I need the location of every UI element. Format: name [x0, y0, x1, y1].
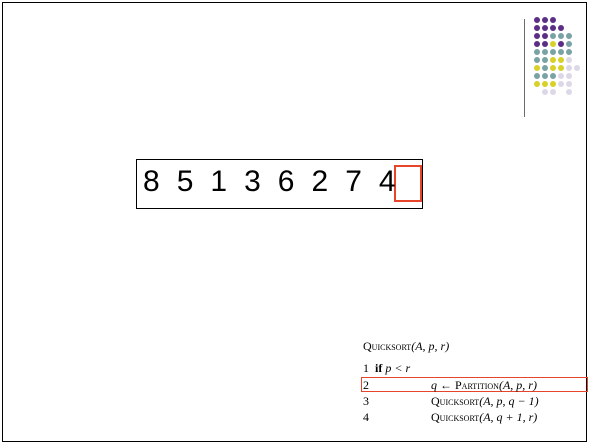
dot-row-8	[534, 73, 572, 79]
quicksort-right-args: (A, q + 1, r)	[479, 410, 538, 424]
dot-row-9	[534, 81, 572, 87]
dot-row-1	[534, 17, 556, 23]
dot-row-5	[534, 49, 572, 55]
procedure-header: Quicksort(A, p, r)	[363, 339, 449, 354]
dot-row-4	[534, 41, 572, 47]
dot-row-3	[534, 33, 572, 39]
line-number-1: 1	[363, 361, 369, 375]
array-element: 1	[210, 165, 228, 198]
array-element: 8	[143, 165, 160, 198]
keyword-if: if	[375, 361, 383, 375]
condition: p < r	[385, 361, 411, 375]
code-line-4: Quicksort(A, q + 1, r)	[431, 410, 537, 425]
array-element: 7	[345, 165, 362, 198]
procedure-args: (A, p, r)	[411, 339, 450, 353]
call-partition: Partition	[455, 378, 499, 392]
array-box	[136, 159, 423, 209]
array-element: 6	[277, 165, 295, 198]
line-number-3: 3	[363, 394, 369, 408]
divider-line	[524, 19, 525, 117]
code-line-1: if p < r	[375, 361, 410, 376]
call-quicksort-right: Quicksort	[431, 410, 480, 424]
decorative-dot-grid	[534, 17, 580, 95]
dot-row-10	[542, 89, 572, 95]
quicksort-left-args: (A, p, q − 1)	[479, 394, 539, 408]
call-quicksort-left: Quicksort	[431, 394, 480, 408]
dot-row-6	[534, 57, 572, 63]
procedure-name: Quicksort	[363, 339, 412, 353]
dot-row-2	[534, 25, 564, 31]
array-element: 5	[176, 165, 194, 198]
array-element: 2	[311, 165, 329, 198]
line-number-4: 4	[363, 410, 369, 424]
dot-row-7	[534, 65, 580, 71]
line-number-2: 2	[363, 378, 369, 392]
pivot-highlight	[394, 165, 422, 202]
partition-args: (A, p, r)	[498, 378, 537, 392]
code-line-3: Quicksort(A, p, q − 1)	[431, 394, 539, 409]
code-line-2: q ← Partition(A, p, r)	[431, 378, 537, 393]
array-element: 3	[244, 165, 261, 198]
array-element: 4	[378, 165, 396, 198]
line-2-highlight	[361, 377, 588, 392]
assign-lhs: q ←	[431, 378, 452, 392]
